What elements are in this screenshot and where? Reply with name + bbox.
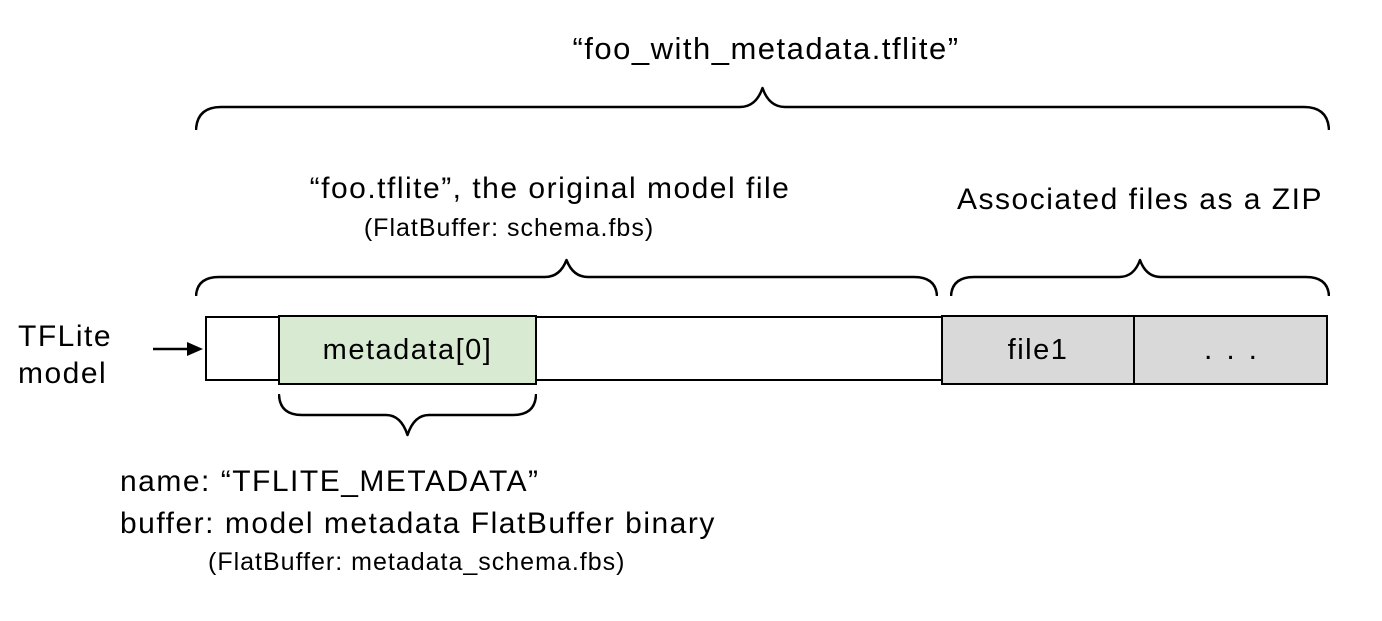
metadata-brace: [278, 394, 537, 438]
tflite-model-label-line1: TFLite: [18, 320, 113, 353]
metadata-segment: metadata[0]: [278, 315, 537, 385]
model-file-label: “foo.tflite”, the original model file: [309, 172, 791, 205]
more-files-segment: ...: [1133, 315, 1328, 385]
curly-brace-up-icon: [950, 258, 1330, 296]
model-file-brace: [195, 257, 938, 296]
curly-brace-up-icon: [195, 258, 938, 296]
model-file-schema-label: (FlatBuffer: schema.fbs): [363, 214, 655, 242]
model-bar: metadata[0] file1 ...: [205, 315, 1328, 385]
diagram-title: “foo_with_metadata.tflite”: [572, 31, 960, 66]
file1-segment: file1: [941, 315, 1135, 385]
metadata-note-schema: (FlatBuffer: metadata_schema.fbs): [208, 548, 626, 576]
ellipsis-label: ...: [1203, 333, 1271, 366]
metadata-note-buffer: buffer: model metadata FlatBuffer binary: [120, 507, 716, 540]
curly-brace-up-icon: [195, 86, 1330, 130]
tflite-model-label-line2: model: [18, 357, 108, 390]
tflite-model-label: TFLite model: [18, 318, 112, 392]
file1-segment-label: file1: [1007, 333, 1069, 366]
associated-files-label: Associated files as a ZIP: [957, 183, 1323, 216]
curly-brace-down-icon: [278, 394, 537, 437]
zip-brace: [950, 257, 1330, 296]
metadata-note-name: name: “TFLITE_METADATA”: [120, 465, 540, 498]
metadata-segment-label: metadata[0]: [322, 333, 493, 366]
arrow-right-icon: [152, 340, 204, 358]
file-brace: [195, 85, 1330, 130]
